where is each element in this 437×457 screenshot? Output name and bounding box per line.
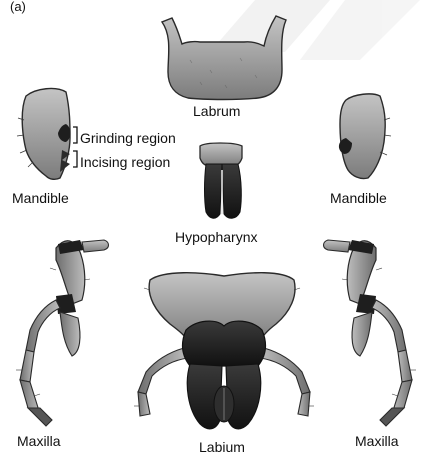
- mandible-left-label: Mandible: [12, 191, 69, 205]
- hypopharynx-label: Hypopharynx: [175, 230, 258, 244]
- mandible-right-label: Mandible: [330, 191, 387, 205]
- panel-label: (a): [10, 0, 26, 13]
- maxilla-left-shape: [16, 240, 109, 426]
- mandible-right-shape: [339, 94, 391, 179]
- maxilla-right-shape: [324, 240, 417, 426]
- region-brackets: [73, 127, 77, 167]
- labium-label: Labium: [199, 440, 245, 454]
- labium-shape: [134, 273, 314, 429]
- maxilla-right-label: Maxilla: [355, 434, 399, 448]
- hypopharynx-shape: [200, 143, 242, 218]
- mandible-left-shape: [17, 89, 71, 180]
- maxilla-left-label: Maxilla: [17, 434, 61, 448]
- grinding-region-label: Grinding region: [80, 131, 176, 145]
- labrum-label: Labrum: [193, 104, 240, 118]
- incising-region-label: Incising region: [80, 155, 170, 169]
